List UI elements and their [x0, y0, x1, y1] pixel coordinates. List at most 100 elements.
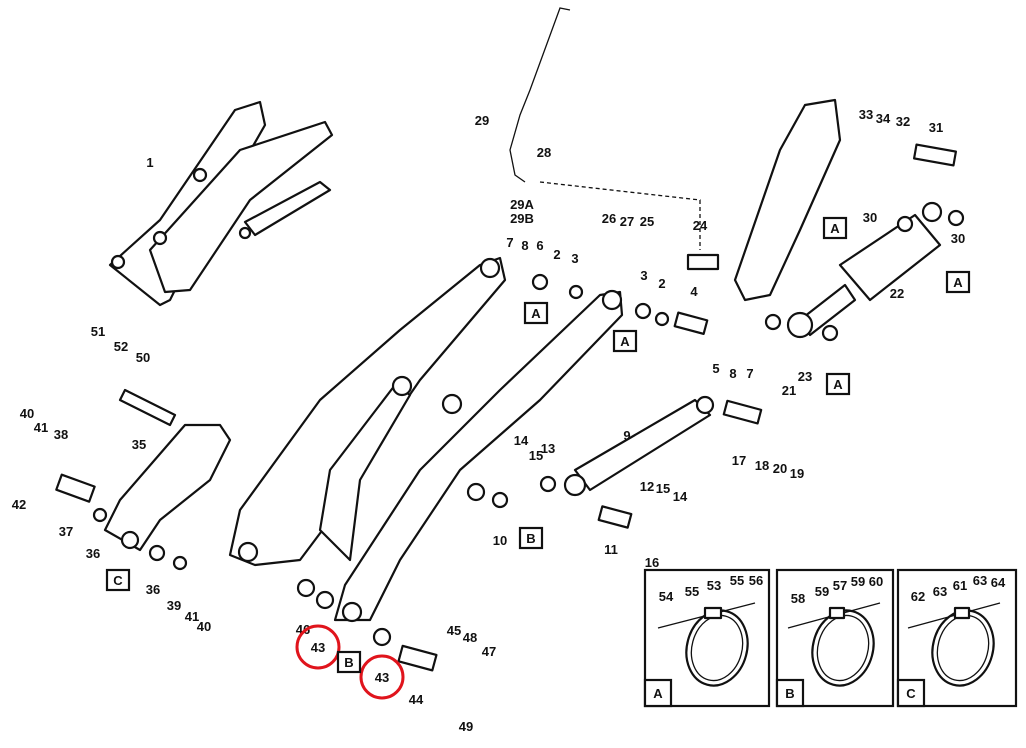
- callout: 36: [146, 582, 160, 597]
- callout: 4: [690, 284, 698, 299]
- section-ref-boxes: A A A A A B B C: [105, 216, 971, 674]
- cylinder-9: [563, 395, 715, 497]
- part-outline: [947, 209, 965, 227]
- part-outline: [539, 475, 557, 493]
- part-outline: [152, 230, 168, 246]
- part-outline: [686, 253, 720, 271]
- callout: 41: [185, 609, 199, 624]
- callout: 39: [167, 598, 181, 613]
- callout: 24: [693, 218, 708, 233]
- callout: 31: [929, 120, 943, 135]
- section-ref: A: [830, 221, 840, 236]
- callout-highlighted: 43: [311, 640, 325, 655]
- callout: 46: [296, 622, 310, 637]
- callout-label: 59: [815, 584, 829, 599]
- callout: 18: [755, 458, 769, 473]
- part-outline: [573, 398, 712, 492]
- part-outline: [228, 256, 507, 567]
- bracket-50: [118, 388, 177, 427]
- callout-label: 59: [851, 574, 865, 589]
- callout: 13: [541, 441, 555, 456]
- part-outline: [120, 530, 140, 550]
- callout-label: B: [785, 686, 794, 701]
- part-outline: [108, 100, 267, 307]
- callout: 34: [876, 111, 891, 126]
- callout: 36: [86, 546, 100, 561]
- part-outline: [523, 301, 549, 325]
- part-outline: [105, 568, 131, 592]
- section-ref: A: [620, 334, 630, 349]
- detail-panel-b: 58 59 57 59 60 B: [775, 568, 895, 708]
- callout: 23: [798, 369, 812, 384]
- callout: 7: [506, 235, 513, 250]
- part-outline: [896, 678, 926, 708]
- callout: 5: [712, 361, 719, 376]
- callout-label: 54: [659, 589, 674, 604]
- callout: 29A: [510, 197, 534, 212]
- callout: 16: [645, 555, 659, 570]
- detail-panel-c: 62 63 61 63 64 C: [896, 568, 1018, 708]
- part-outline: [703, 606, 723, 620]
- part-outline: [336, 650, 362, 674]
- cylinder-22: [786, 201, 943, 339]
- callout: 9: [623, 428, 630, 443]
- highlight-circle: [359, 654, 405, 700]
- callout: 15: [529, 448, 543, 463]
- section-ref: A: [531, 306, 541, 321]
- callout: 7: [746, 366, 753, 381]
- part-outline: [601, 289, 623, 311]
- callout-label: 63: [973, 573, 987, 588]
- callout: 44: [409, 692, 424, 707]
- part-outline: [936, 614, 990, 682]
- part-outline: [296, 578, 316, 598]
- part-outline: [953, 606, 971, 620]
- part-outline: [612, 329, 638, 353]
- part-outline: [634, 302, 652, 320]
- callout: 17: [732, 453, 746, 468]
- part-outline: [921, 201, 943, 223]
- part-outline: [55, 473, 96, 503]
- callout-label: 57: [833, 578, 847, 593]
- part-outline: [92, 507, 108, 523]
- section-ref: B: [526, 531, 535, 546]
- part-outline: [654, 311, 670, 327]
- part-outline: [192, 167, 208, 183]
- callout: 48: [463, 630, 477, 645]
- part-outline: [172, 555, 188, 571]
- callout-label: A: [653, 686, 663, 701]
- part-outline: [441, 393, 463, 415]
- callout: 27: [620, 214, 634, 229]
- callout: 32: [896, 114, 910, 129]
- part-outline: [341, 601, 363, 623]
- detail-panel-a: 54 55 53 55 56 A: [643, 568, 771, 708]
- part-outline: [597, 505, 633, 529]
- callout: 51: [91, 324, 105, 339]
- part-outline: [563, 473, 587, 497]
- part-outline: [775, 678, 805, 708]
- callout: 3: [640, 268, 647, 283]
- callout: 8: [729, 366, 736, 381]
- highlight-circle: [295, 624, 341, 670]
- callout: 38: [54, 427, 68, 442]
- part-outline: [397, 644, 438, 672]
- part-outline: [673, 311, 709, 336]
- callout: 2: [553, 247, 560, 262]
- callout-label: 63: [933, 584, 947, 599]
- callout: 22: [890, 286, 904, 301]
- callout: 11: [604, 542, 618, 557]
- part-outline: [643, 678, 673, 708]
- callout: 49: [459, 719, 473, 734]
- part-outline: [685, 609, 749, 687]
- part-1-assembly-drawing: [108, 100, 334, 307]
- callout: 29B: [510, 211, 534, 226]
- callout: 35: [132, 437, 146, 452]
- callout-label: 55: [685, 584, 699, 599]
- part-outline: [568, 284, 584, 300]
- callout: 30: [863, 210, 877, 225]
- callout: 14: [514, 433, 529, 448]
- part-outline: [333, 290, 624, 622]
- part-outline: [816, 614, 870, 682]
- callout: 41: [34, 420, 48, 435]
- callout: 8: [521, 238, 528, 253]
